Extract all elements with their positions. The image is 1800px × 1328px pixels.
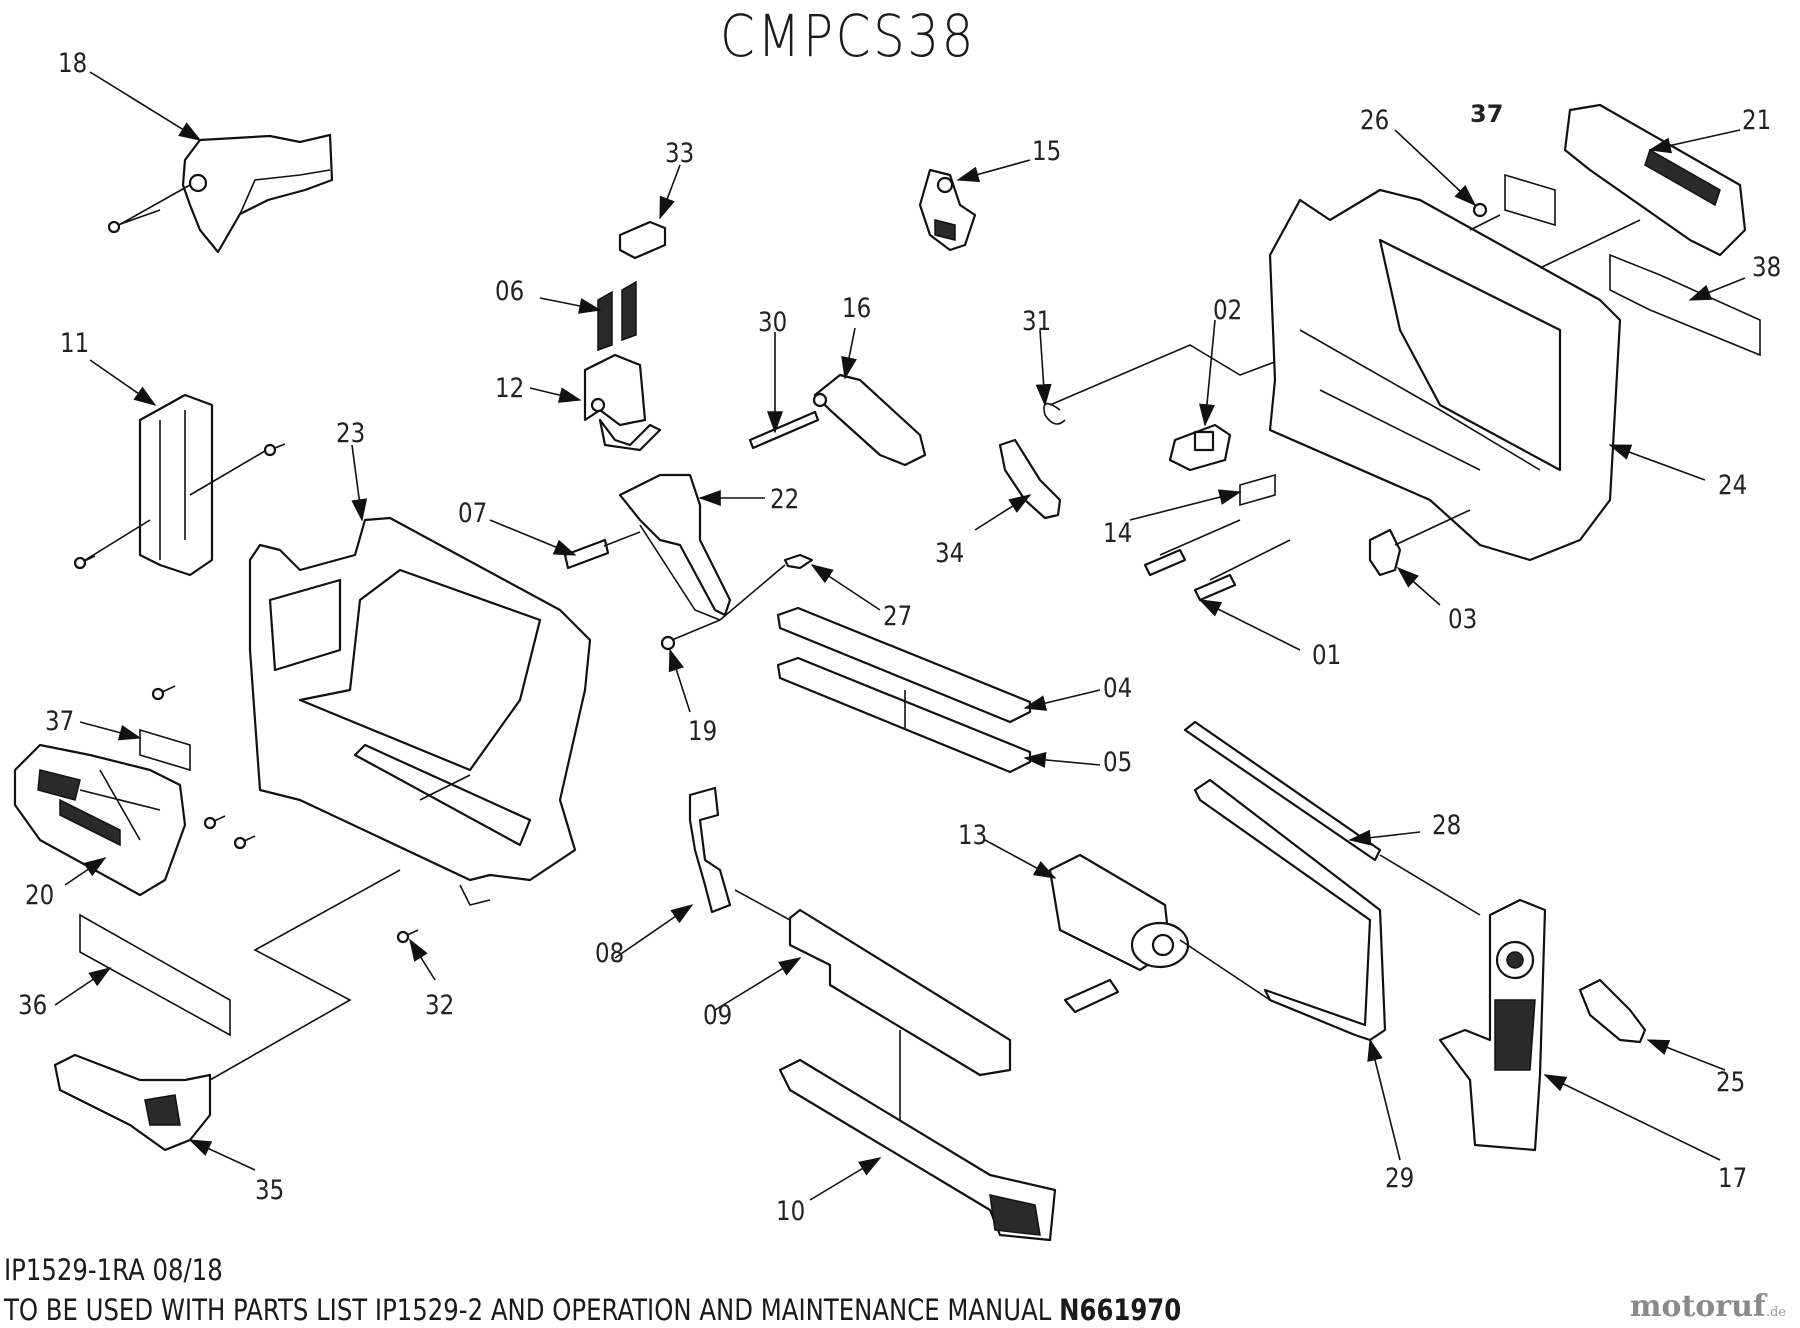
- part-18-top-cap: [109, 133, 334, 254]
- part-33-06-12-spring-assembly: [583, 220, 667, 452]
- part-17-back-panel-25-fitting: [1438, 898, 1647, 1152]
- screws-left: [73, 209, 419, 944]
- callout-35: 35: [255, 1175, 285, 1206]
- part-20-side-cover: [13, 743, 187, 897]
- watermark-suffix: .de: [1765, 1305, 1786, 1320]
- callout-18: 18: [58, 48, 88, 79]
- callout-05: 05: [1103, 747, 1133, 778]
- part-24-main-housing: [1143, 188, 1622, 602]
- callout-08: 08: [595, 938, 625, 969]
- part-31-spring-34-trigger: [998, 344, 1281, 520]
- watermark-logo: motoruf.de: [1630, 1289, 1786, 1324]
- callout-15: 15: [1032, 136, 1062, 167]
- callout-32: 32: [425, 990, 455, 1021]
- callout-26: 26: [1360, 105, 1390, 136]
- part-35-foot: [53, 869, 401, 1152]
- leader-lines: [54, 71, 1746, 1201]
- part-08-09-10-magazine: [688, 786, 1057, 1242]
- callout-23: 23: [336, 418, 366, 449]
- callout-06: 06: [495, 276, 525, 307]
- callout-29: 29: [1385, 1163, 1415, 1194]
- part-30-pin-16-lever: [748, 373, 927, 467]
- callout-21: 21: [1742, 105, 1772, 136]
- callout-34: 34: [935, 538, 965, 569]
- callout-19: 19: [688, 716, 718, 747]
- part-21-38-37-26: [1469, 103, 1761, 357]
- callout-04: 04: [1103, 673, 1133, 704]
- callout-17: 17: [1718, 1163, 1748, 1194]
- drawing-number: IP1529-1RA 08/18: [4, 1253, 223, 1287]
- part-13-motor-28-29-tube: [1048, 720, 1481, 1042]
- callout-31: 31: [1022, 306, 1052, 337]
- manual-number: N661970: [1059, 1293, 1182, 1327]
- watermark-text: motoruf: [1629, 1289, 1766, 1324]
- callout-03: 03: [1448, 604, 1478, 635]
- model-title: CMPCS38: [720, 2, 976, 70]
- footer-note: TO BE USED WITH PARTS LIST IP1529-2 AND …: [4, 1293, 1181, 1327]
- callout-07: 07: [458, 498, 488, 529]
- part-22-latch: [563, 473, 814, 651]
- callout-37-left: 37: [45, 706, 75, 737]
- callout-25: 25: [1716, 1067, 1746, 1098]
- callout-13: 13: [958, 820, 988, 851]
- callout-24: 24: [1718, 470, 1748, 501]
- part-23-handle-frame: [248, 516, 592, 906]
- callout-27: 27: [883, 601, 913, 632]
- callout-28: 28: [1432, 810, 1462, 841]
- part-11-bracket: [81, 393, 271, 577]
- callout-14: 14: [1103, 518, 1133, 549]
- callout-36: 36: [18, 990, 48, 1021]
- callout-01: 01: [1312, 640, 1342, 671]
- part-36-label: [79, 913, 231, 1037]
- callout-37-top: 37: [1470, 100, 1504, 128]
- part-15-valve: [918, 168, 977, 252]
- callout-38: 38: [1752, 252, 1782, 283]
- footer-note-text: TO BE USED WITH PARTS LIST IP1529-2 AND …: [4, 1293, 1052, 1327]
- callout-02: 02: [1213, 295, 1243, 326]
- part-37-label-left: [139, 728, 191, 772]
- callout-12: 12: [495, 373, 525, 404]
- callout-11: 11: [60, 328, 90, 359]
- callout-09: 09: [703, 1000, 733, 1031]
- callout-20: 20: [25, 880, 55, 911]
- callout-16: 16: [842, 293, 872, 324]
- callout-30: 30: [758, 307, 788, 338]
- callout-10: 10: [776, 1196, 806, 1227]
- callout-33: 33: [665, 138, 695, 169]
- callout-22: 22: [770, 484, 800, 515]
- part-04-05-rails: [776, 606, 1032, 774]
